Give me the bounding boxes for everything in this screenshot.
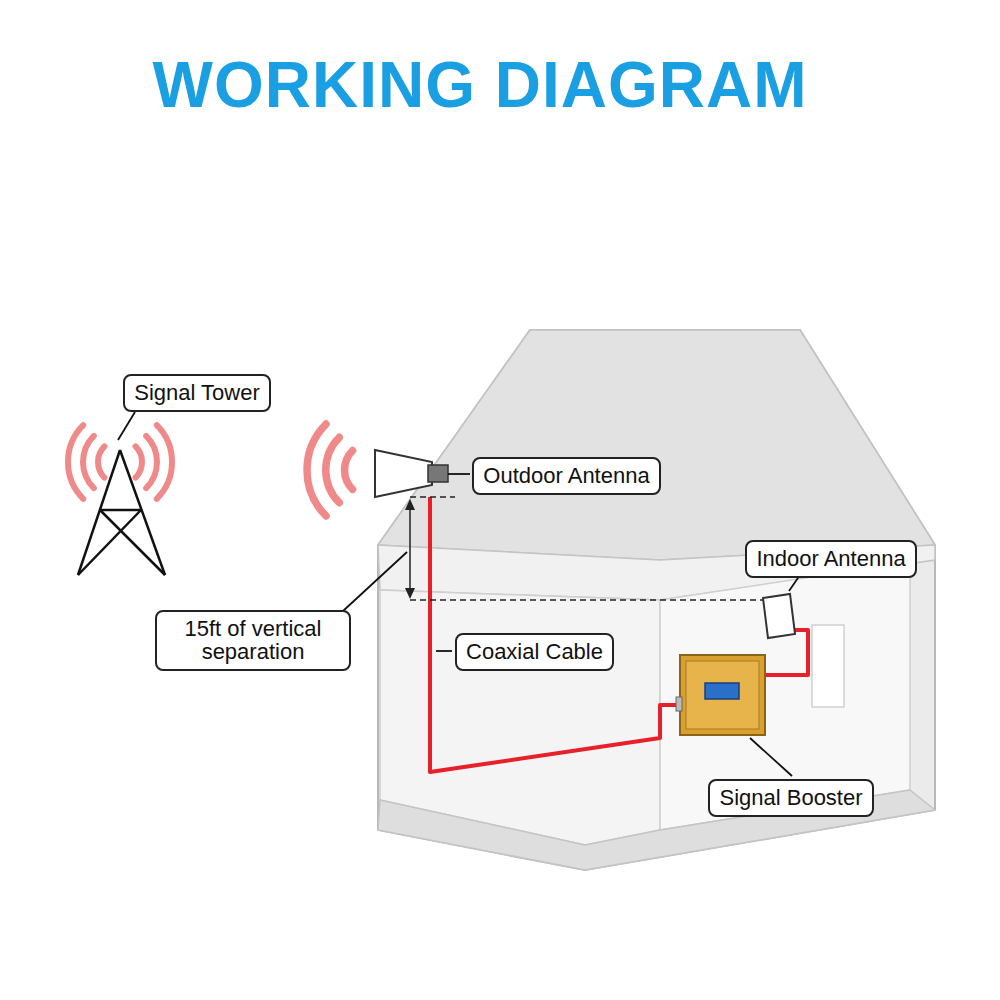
side-wall	[660, 562, 910, 830]
callout-label: Indoor Antenna	[756, 547, 906, 570]
callout-box: Indoor Antenna	[745, 540, 917, 578]
back-wall	[380, 590, 660, 845]
booster-port	[676, 697, 682, 711]
house-shell	[378, 330, 935, 870]
callout-label: Signal Tower	[134, 381, 260, 404]
diagram-title: WORKING DIAGRAM	[0, 48, 960, 122]
callout-box: Signal Tower	[123, 374, 271, 412]
dimension-arrowhead	[405, 588, 415, 599]
radio-wave	[98, 446, 104, 477]
dashed-guide	[410, 496, 455, 498]
callout-box: Outdoor Antenna	[472, 457, 661, 495]
outdoor-antenna	[375, 450, 432, 497]
signal-booster	[680, 655, 765, 735]
callout-box: Coaxial Cable	[455, 633, 614, 671]
booster-face	[686, 661, 759, 729]
wall-panel	[812, 625, 844, 707]
antenna-connector	[428, 465, 448, 482]
leader-lines	[118, 412, 800, 776]
dimension-line	[409, 503, 411, 594]
radio-waves	[68, 424, 353, 516]
roof-gable	[378, 330, 935, 560]
callout-box: 15ft of vertical separation	[155, 610, 351, 671]
dashed-guide	[410, 599, 765, 601]
radio-wave	[146, 436, 157, 488]
dimension-arrowhead	[405, 499, 415, 510]
coaxial-cable-wire	[430, 497, 682, 772]
callout-label: 15ft of vertical separation	[166, 617, 340, 663]
callout-label: Outdoor Antenna	[483, 464, 650, 487]
callout-label: Coaxial Cable	[466, 640, 603, 663]
radio-wave	[307, 424, 326, 516]
indoor-antenna	[763, 594, 795, 638]
radio-wave	[136, 446, 142, 477]
radio-wave	[68, 425, 83, 499]
radio-wave	[326, 437, 340, 502]
booster-screen	[705, 683, 739, 699]
signal-tower	[78, 450, 165, 575]
callout-box: Signal Booster	[708, 779, 874, 817]
radio-wave	[83, 436, 94, 488]
callout-label: Signal Booster	[719, 786, 863, 809]
radio-wave	[345, 451, 353, 490]
radio-wave	[157, 425, 172, 499]
